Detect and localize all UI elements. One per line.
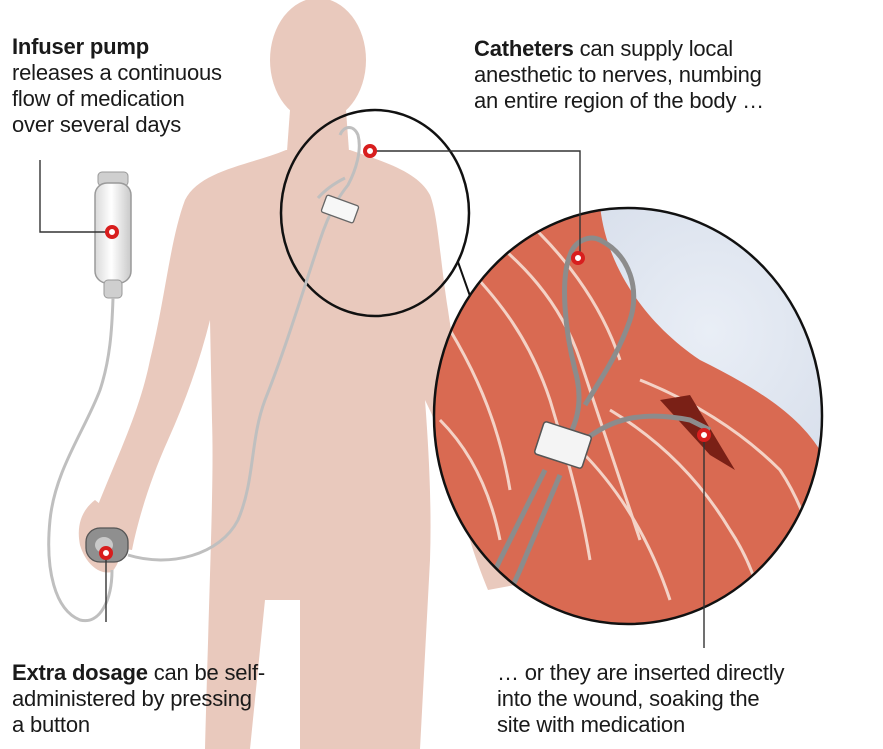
marker-nerve — [573, 253, 583, 263]
infuser-pump-callout: Infuser pump releases a continuous flow … — [12, 34, 222, 138]
catheters-line-2: an entire region of the body … — [474, 88, 764, 114]
extra-dosage-line-2: a button — [12, 712, 265, 738]
infuser-pump-title: Infuser pump — [12, 34, 222, 60]
wound-line-1: … or they are inserted directly — [497, 660, 784, 686]
infuser-line-1: releases a continuous — [12, 60, 222, 86]
magnify-connector — [458, 262, 470, 296]
extra-dosage-first-line-rest: can be self- — [148, 660, 265, 685]
marker-wound — [699, 430, 709, 440]
marker-button — [101, 548, 111, 558]
wound-line-2: into the wound, soaking the — [497, 686, 784, 712]
wound-line-3: site with medication — [497, 712, 784, 738]
catheters-line-0: Catheters can supply local — [474, 36, 764, 62]
wound-callout: … or they are inserted directly into the… — [497, 660, 784, 738]
marker-pump — [107, 227, 117, 237]
extra-dosage-title: Extra dosage — [12, 660, 148, 685]
extra-dosage-line-0: Extra dosage can be self- — [12, 660, 265, 686]
catheters-first-line-rest: can supply local — [574, 36, 733, 61]
extra-dosage-callout: Extra dosage can be self- administered b… — [12, 660, 265, 738]
marker-shoulder — [365, 146, 375, 156]
catheters-callout: Catheters can supply local anesthetic to… — [474, 36, 764, 114]
catheters-title: Catheters — [474, 36, 574, 61]
catheters-line-1: anesthetic to nerves, numbing — [474, 62, 764, 88]
infuser-line-2: flow of medication — [12, 86, 222, 112]
infuser-line-3: over several days — [12, 112, 222, 138]
extra-dosage-line-1: administered by pressing — [12, 686, 265, 712]
